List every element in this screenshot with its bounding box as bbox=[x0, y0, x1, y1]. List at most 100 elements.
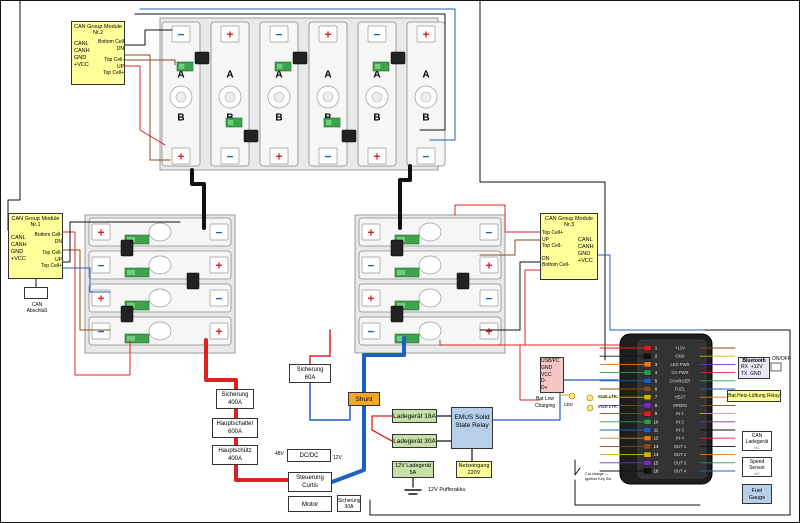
left-pack-pcb-3 bbox=[124, 333, 150, 344]
bms-pin-1 bbox=[643, 353, 652, 360]
left-pack-busbar-0 bbox=[120, 239, 134, 257]
can-terminator-label: CAN Abschluß bbox=[26, 302, 48, 314]
left-pack-pcb-1 bbox=[124, 267, 150, 278]
top-busbar-3 bbox=[341, 129, 357, 143]
right-pack-cell-2-left-pole-box bbox=[361, 289, 381, 307]
bt-pin-rx: RX bbox=[741, 364, 748, 370]
right-pack-cell-vent-1 bbox=[418, 255, 442, 275]
nr1-pin-top-cell-plus: Top Cell+ bbox=[41, 263, 62, 269]
bms-pin-8 bbox=[643, 410, 652, 417]
key-switch-wire bbox=[574, 479, 701, 506]
dcdc: DC/DC bbox=[287, 449, 331, 462]
bms-pin-label-10: IN 3 bbox=[676, 428, 684, 433]
right-pack-cell-1-left-pole: − bbox=[367, 259, 374, 273]
usb-pin-dplus: D+ bbox=[541, 385, 548, 392]
cable-fuse60-shunt bbox=[309, 382, 351, 421]
emus-label: EMUS Solid State Relay bbox=[454, 414, 490, 429]
top-cell-2-bottom-pole-box bbox=[269, 147, 289, 165]
nr1-pin-canh: CANH bbox=[11, 242, 27, 248]
cable-fuse60-pack bbox=[309, 329, 331, 365]
bms-outer-loop bbox=[369, 329, 791, 516]
right-pack-busbar-2 bbox=[390, 305, 404, 323]
cable-shunt-to-curtis bbox=[330, 404, 366, 484]
left-pack-cell-0-right-pole: − bbox=[215, 226, 222, 240]
bms-pin-num-11: 12 bbox=[654, 436, 659, 441]
bms-pin-5 bbox=[643, 386, 652, 392]
bms-pin-7 bbox=[643, 402, 652, 409]
nr2-pin-dn: DN bbox=[116, 45, 124, 52]
bms-pin-num-9: 10 bbox=[654, 419, 659, 424]
ladegeraet-30a-label: Ladegerät 30A bbox=[393, 438, 436, 445]
emus-solid-state-relay: EMUS Solid State Relay bbox=[451, 407, 493, 449]
bms-pin-label-3: CH PWR bbox=[672, 370, 689, 375]
right-pack-cell-2-right-pole-box bbox=[479, 289, 499, 307]
top-cell-vent-core-0 bbox=[175, 91, 187, 103]
top-cell-4-bottom-pole: + bbox=[373, 150, 380, 164]
pufferakku-label: 12V Pufferakku bbox=[428, 487, 466, 493]
relay-code-2: IN20 LTR bbox=[598, 404, 617, 409]
bms-pin-label-12: OUT 1 bbox=[674, 444, 687, 449]
top-cell-4-bottom-pole-box bbox=[367, 147, 387, 165]
right-pack-cell-3-left-pole: − bbox=[367, 325, 374, 339]
cable-contactor-to-curtis bbox=[234, 463, 290, 482]
led-relay-1 bbox=[586, 394, 594, 402]
nr3-pin-top-cell-minus: Top Cell- bbox=[542, 243, 562, 249]
can-ladegeraet: CAN Ladegerät NC bbox=[742, 431, 772, 451]
bms-pin-label-5: FUEL bbox=[675, 387, 686, 392]
bluetooth-title: Bluetooth bbox=[742, 358, 766, 364]
bt-pin-12v: +12V bbox=[750, 364, 763, 370]
right-pack-pcb-3 bbox=[394, 333, 420, 344]
top-pcb-1 bbox=[225, 117, 243, 128]
nr3-pin-top-cell-plus: Top Cell+ bbox=[542, 230, 563, 236]
sicherung-30a: Sicherung 30A bbox=[337, 495, 361, 512]
dcdc-12v-label: 12V bbox=[333, 455, 342, 461]
bms-pin-label-15: OUT 4 bbox=[674, 469, 687, 474]
left-pack-cell-1-left-pole: − bbox=[97, 259, 104, 273]
top-cell-5-bottom-pole: − bbox=[422, 150, 429, 164]
can-module-nr2-title: CAN Group Module Nr.2 bbox=[74, 24, 122, 36]
nr3-can bbox=[597, 254, 706, 331]
top-cell-3-label-a: A bbox=[324, 70, 331, 81]
led-bat-low bbox=[568, 392, 576, 400]
top-cell-0-top-pole-box bbox=[171, 25, 191, 43]
bms-face bbox=[637, 339, 707, 479]
nr3-left-pins: Top Cell+ UP Top Cell- DN Bottom Cell- bbox=[542, 230, 570, 269]
ladegeraet-30a: Ladegerät 30A bbox=[392, 434, 437, 448]
led-relay-2 bbox=[586, 404, 594, 412]
right-pack-cell-1-right-pole-box bbox=[479, 256, 499, 274]
bms-pin-label-9: IN 2 bbox=[676, 419, 684, 424]
bms-pin-num-13: 14 bbox=[654, 452, 659, 457]
usb-pin-vcc: VCC bbox=[541, 371, 552, 378]
bms-pin-0 bbox=[643, 345, 652, 351]
nr1-pin-vcc: +VCC bbox=[11, 256, 26, 262]
bms-pin-num-14: 15 bbox=[654, 460, 659, 465]
left-pack-cell-1-right-pole-box bbox=[209, 256, 229, 274]
left-pack-cell-3-right-pole-box bbox=[209, 322, 229, 340]
bluetooth-pins: RX +12V TX GND bbox=[741, 364, 763, 378]
left-pack-cell-2-right-pole: − bbox=[215, 292, 222, 306]
bms-pin-15 bbox=[643, 468, 652, 474]
left-pack-cell-0-left-pole-box bbox=[91, 223, 111, 241]
ladegeraet-18a: Ladegerät 18A bbox=[392, 409, 437, 423]
top-cell-5-label-a: A bbox=[422, 70, 429, 81]
nr3-pin-canl: CANL bbox=[578, 237, 593, 243]
left-pack-cell-0-right-pole-box bbox=[209, 223, 229, 241]
nr2-pin-bottom-cell-minus: Bottom Cell- bbox=[98, 39, 126, 45]
bms-pin-label-6: HEAT bbox=[675, 395, 686, 400]
bluetooth-module: Bluetooth bbox=[738, 357, 770, 379]
bms-pin-label-13: OUT 2 bbox=[674, 452, 687, 457]
can-module-nr1: CAN Group Module Nr.1 bbox=[8, 213, 63, 279]
left-pack-cell-1-left-pole-box bbox=[91, 256, 111, 274]
nr1-wire-top bbox=[62, 221, 181, 263]
left-pack-cell-2-left-pole: + bbox=[97, 292, 104, 306]
nr3-pin-dn: DN bbox=[542, 255, 550, 262]
top-cell-0-bottom-pole: + bbox=[177, 150, 184, 164]
steuerung-label: Steuerung Curtis bbox=[296, 475, 324, 489]
top-pcb-2 bbox=[274, 61, 292, 72]
nr1-pin-up: UP bbox=[55, 256, 62, 263]
bms-pin-14 bbox=[643, 460, 652, 466]
right-pack-cell-vent-0 bbox=[418, 222, 442, 242]
bms-pin-label-11: IN 4 bbox=[676, 436, 684, 441]
top-pcb-1-chip bbox=[228, 120, 234, 125]
left-pack-cell-2-right-pole-box bbox=[209, 289, 229, 307]
